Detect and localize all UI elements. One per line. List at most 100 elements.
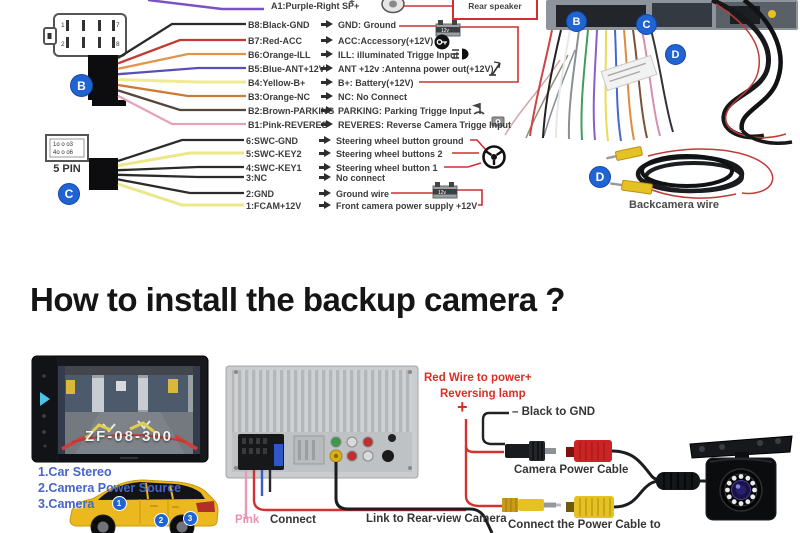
pin-description: GND: Ground bbox=[338, 19, 396, 30]
pin-description: Steering wheel buttons 2 bbox=[336, 148, 443, 159]
car-badge-3: 3 bbox=[182, 510, 198, 526]
speaker-icon bbox=[381, 0, 405, 14]
speaker-plus-label: + bbox=[349, 0, 355, 8]
reversing-camera-screen bbox=[58, 366, 200, 454]
pin-description: B+: Battery(+12V) bbox=[338, 77, 414, 88]
harness-badge-d: D bbox=[665, 44, 686, 65]
pin-number: 7 bbox=[116, 22, 120, 29]
wire-row-b6: B6:Orange-ILL ILL: illuminated Trigge Inp… bbox=[248, 49, 459, 60]
step-3: 3.Camera bbox=[38, 497, 95, 511]
car-badge-1: 1 bbox=[111, 495, 127, 511]
rca-plug-icon bbox=[610, 179, 653, 195]
connect-power-cable-label: Connect the Power Cable to bbox=[508, 519, 661, 531]
red-annotation-lines-c bbox=[391, 139, 487, 206]
arrow-right-icon bbox=[319, 189, 332, 198]
step-2: 2.Camera Power Source bbox=[38, 481, 182, 495]
backup-camera bbox=[656, 435, 793, 521]
connector-b-tail bbox=[92, 100, 126, 106]
a1-purple-wire bbox=[147, 0, 264, 11]
page-title: How to install the backup camera ? bbox=[30, 281, 565, 318]
acc-key-icon bbox=[434, 34, 450, 50]
car-stereo-front bbox=[31, 355, 209, 463]
red-wire-from-stereo bbox=[252, 470, 466, 512]
pin-label: 3:NC bbox=[246, 172, 268, 183]
wire-row-fcam: 1:FCAM+12V Front camera power supply +12V bbox=[246, 200, 477, 211]
black-gnd-wire bbox=[481, 411, 509, 446]
arrow-right-icon bbox=[321, 120, 334, 129]
pink-wire-label: Pink bbox=[235, 514, 260, 526]
pin-label: 6:SWC-GND bbox=[246, 135, 298, 146]
wire-row-swc-gnd: 6:SWC-GND Steering wheel button ground bbox=[246, 135, 464, 146]
pin-number: 2 bbox=[61, 41, 65, 48]
pin-label: 1:FCAM+12V bbox=[246, 200, 302, 211]
connector-badge-b: B bbox=[70, 74, 93, 97]
pin-number: 8 bbox=[116, 41, 120, 48]
car-badge-2: 2 bbox=[153, 512, 169, 528]
arrow-right-icon bbox=[319, 201, 332, 210]
pin-description: ACC:Accessory(+12V) bbox=[338, 35, 434, 46]
head-unit-rear bbox=[225, 365, 419, 479]
pin-description: Ground wire bbox=[336, 188, 390, 199]
iso-8pin-connector-icon: 1 7 2 8 bbox=[43, 13, 127, 57]
rca-jacks bbox=[329, 434, 396, 463]
connector-c-block bbox=[89, 158, 118, 190]
arrow-right-icon bbox=[319, 163, 332, 172]
camera-power-cable-label: Camera Power Cable bbox=[514, 464, 629, 476]
harness-photo bbox=[504, 0, 798, 145]
backcamera-wire-photo bbox=[606, 146, 774, 199]
pin-label: B8:Black-GND bbox=[248, 19, 310, 30]
rear-speaker-callout: Rear speaker bbox=[452, 0, 538, 20]
video-cable bbox=[334, 462, 494, 533]
wire-row-gnd: 2:GND Ground wire bbox=[246, 188, 389, 199]
wire-row-b7: B7:Red-ACC ACC:Accessory(+12V) bbox=[248, 35, 433, 46]
dc-power-plug bbox=[505, 441, 556, 461]
car-illustration bbox=[69, 479, 219, 533]
connector-b-wires bbox=[117, 22, 246, 126]
arrow-right-icon bbox=[319, 173, 332, 182]
battery-icon: 12v bbox=[432, 182, 458, 199]
pin-description: ILL: illuminated Trigge Input bbox=[338, 49, 459, 60]
wire-row-b3: B3:Orange-NC NC: No Connect bbox=[248, 91, 407, 102]
pin-description: Front camera power supply +12V bbox=[336, 200, 478, 211]
pin-label: B5:Blue-ANT+12V bbox=[248, 63, 325, 74]
pin-label: 4:SWC-KEY1 bbox=[246, 162, 302, 173]
black-gnd-label: – Black to GND bbox=[512, 406, 596, 418]
install-steps: 1.Car Stereo 2.Camera Power Source 3.Cam… bbox=[38, 464, 181, 512]
red-wire-note-line2: Reversing lamp bbox=[440, 388, 526, 400]
wire-row-b8: B8:Black-GND GND: Ground bbox=[248, 19, 396, 30]
camera-bracket bbox=[689, 435, 793, 459]
arrow-right-icon bbox=[321, 64, 334, 73]
pin-grid-row1: 1o o o3 bbox=[53, 142, 74, 148]
pin-description: Steering wheel button ground bbox=[336, 135, 464, 146]
rear-speaker-label: Rear speaker bbox=[468, 1, 522, 11]
connect-label: Connect bbox=[270, 514, 316, 526]
pin-label: B7:Red-ACC bbox=[248, 35, 302, 46]
pin-description: NC: No Connect bbox=[338, 91, 407, 102]
arrow-right-icon bbox=[321, 50, 334, 59]
link-rearview-label: Link to Rear-view Camera bbox=[366, 513, 507, 525]
headlight-icon bbox=[452, 48, 469, 60]
pin-label: B3:Orange-NC bbox=[248, 91, 311, 102]
arrow-right-icon bbox=[321, 20, 334, 29]
pin-number: 1 bbox=[61, 22, 65, 29]
pin-grid-row2: 4o o o6 bbox=[53, 150, 74, 156]
five-pin-label: 5 PIN bbox=[53, 163, 81, 175]
battery-icon: 12v bbox=[435, 20, 461, 37]
pin-label: 5:SWC-KEY2 bbox=[246, 148, 302, 159]
connector-c-wires bbox=[117, 138, 244, 207]
red-wire-note-line1: Red Wire to power+ bbox=[424, 372, 532, 384]
wire-row-swc-key2: 5:SWC-KEY2 Steering wheel buttons 2 bbox=[246, 148, 443, 159]
pin-label: B2:Brown-PARKING bbox=[248, 105, 335, 116]
pin-label: 2:GND bbox=[246, 188, 275, 199]
pin-label: B6:Orange-ILL bbox=[248, 49, 311, 60]
pin-label: B4:Yellow-B+ bbox=[248, 77, 306, 88]
reverse-camera-icon bbox=[491, 116, 505, 127]
arrow-right-icon bbox=[321, 92, 334, 101]
harness-badge-b: B bbox=[566, 11, 587, 32]
